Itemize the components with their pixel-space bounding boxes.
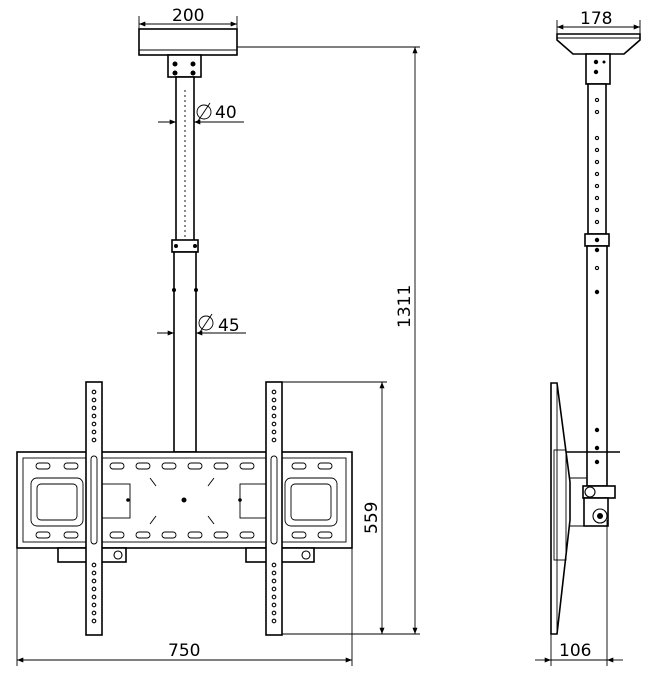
top-plate-width-side-label: 178 [580,9,612,29]
bracket-height-label: 559 [362,502,382,534]
total-height-label: 1311 [395,285,415,328]
dimension-750: 750 [16,548,353,666]
top-plate-width-front-label: 200 [172,6,204,26]
dimension-diameter-40: 40 [158,102,244,125]
upper-pole-diameter-label: 40 [215,103,237,123]
dimension-559: 559 [282,381,387,634]
dimension-106: 106 [535,520,623,666]
vertical-arm-left [85,381,103,636]
depth-label: 106 [559,641,591,661]
dimension-diameter-45: 45 [157,313,246,336]
lower-pole-front [172,251,198,453]
front-view: 40 45 [16,6,420,666]
upper-pole-front [171,76,199,253]
tilt-head-side [560,451,620,527]
side-view: 178 106 [535,9,641,666]
ceiling-plate-side [556,33,641,85]
vertical-arm-right [265,381,283,636]
ceiling-plate-front [138,28,238,78]
upper-pole-side [584,83,610,247]
dimension-178: 178 [556,9,641,34]
wall-plate-side [550,382,571,635]
dimension-200: 200 [138,6,238,29]
lower-pole-side [586,245,608,487]
lower-pole-diameter-label: 45 [218,316,240,336]
bracket-width-label: 750 [168,641,200,661]
dimension-1311: 1311 [237,46,420,635]
wall-plate-front [16,451,353,549]
